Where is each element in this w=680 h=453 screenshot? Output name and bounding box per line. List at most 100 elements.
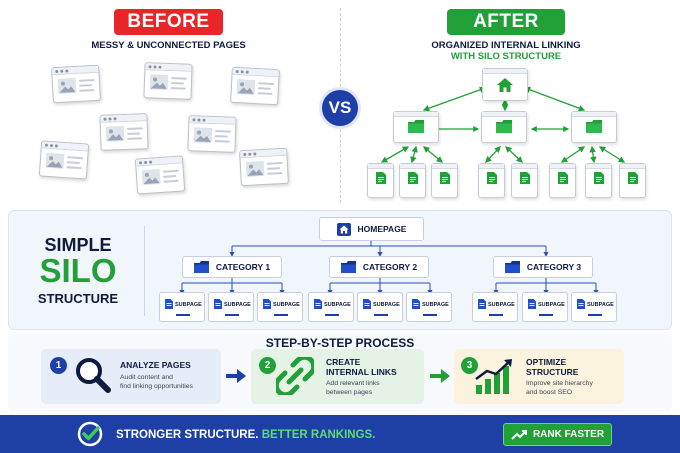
rank-faster-button[interactable]: RANK FASTER xyxy=(503,423,612,446)
folder-icon xyxy=(482,120,526,133)
subpage-box: SUBPAGE xyxy=(406,292,452,322)
subpage-underline xyxy=(588,314,602,316)
document-icon xyxy=(586,172,611,184)
after-category-node xyxy=(393,111,439,143)
image-placeholder-icon xyxy=(193,127,213,143)
silo-word-simple: SIMPLE xyxy=(44,235,112,255)
after-category-node xyxy=(481,111,527,143)
folder-icon xyxy=(394,120,438,133)
step-1-desc-line1: Audit content and xyxy=(120,374,173,381)
rank-faster-label: RANK FASTER xyxy=(532,429,605,440)
subpage-label: SUBPAGE xyxy=(488,302,515,308)
footer-tagline-part2: BETTER RANKINGS. xyxy=(261,429,376,441)
home-icon xyxy=(336,222,351,236)
after-page-node xyxy=(431,163,458,198)
subpage-box: SUBPAGE xyxy=(208,292,254,322)
document-icon xyxy=(432,172,457,184)
document-icon xyxy=(368,172,393,184)
subpage-underline xyxy=(274,314,288,316)
step-1-number: 1 xyxy=(50,357,67,374)
messy-page-window xyxy=(187,115,237,153)
category-label: CATEGORY 1 xyxy=(215,262,271,272)
subpage-label: SUBPAGE xyxy=(273,302,300,308)
document-icon xyxy=(512,172,537,184)
subpage-underline xyxy=(423,314,437,316)
document-icon xyxy=(165,299,173,309)
subpage-underline xyxy=(325,314,339,316)
messy-page-window xyxy=(239,147,289,187)
document-icon xyxy=(550,172,575,184)
step-3-title-line2: STRUCTURE xyxy=(526,367,579,377)
home-icon xyxy=(483,77,527,93)
arrow-right-icon-1 xyxy=(226,369,246,383)
subpage-underline xyxy=(489,314,503,316)
after-tree-connectors xyxy=(380,86,626,164)
after-page-node xyxy=(399,163,426,198)
subpage-underline xyxy=(374,314,388,316)
after-subtitle-line1: ORGANIZED INTERNAL LINKING xyxy=(431,40,581,51)
after-page-node xyxy=(478,163,505,198)
footer-tagline-part1: STRONGER STRUCTURE. xyxy=(116,429,259,441)
step-2-desc-line1: Add relevant links xyxy=(326,380,380,387)
after-page-node xyxy=(585,163,612,198)
silo-word-structure: STRUCTURE xyxy=(37,291,119,306)
step-3-number: 3 xyxy=(461,357,478,374)
document-icon xyxy=(577,299,585,309)
step-1-desc-line2: find linking opportunities xyxy=(120,383,193,390)
messy-page-window xyxy=(99,113,149,151)
step-3-desc-line2: and boost SEO xyxy=(526,389,573,396)
step-2-number: 2 xyxy=(259,357,276,374)
category-2-box: CATEGORY 2 xyxy=(329,256,429,278)
step-3-desc-line1: Improve site hierarchy xyxy=(526,380,593,387)
after-subtitle-line2: WITH SILO STRUCTURE xyxy=(450,51,562,62)
after-category-node xyxy=(571,111,617,143)
folder-icon xyxy=(572,120,616,133)
after-page-node xyxy=(367,163,394,198)
document-icon xyxy=(479,172,504,184)
silo-connectors xyxy=(179,241,599,295)
image-placeholder-icon xyxy=(57,78,77,94)
subpage-box: SUBPAGE xyxy=(308,292,354,322)
document-icon xyxy=(400,172,425,184)
subpage-underline xyxy=(176,314,190,316)
after-badge: AFTER xyxy=(447,9,565,35)
step-1-card xyxy=(41,349,221,404)
subpage-box: SUBPAGE xyxy=(472,292,518,322)
document-icon xyxy=(214,299,222,309)
process-title: STEP-BY-STEP PROCESS xyxy=(265,336,415,350)
after-home-node xyxy=(482,68,528,101)
subpage-label: SUBPAGE xyxy=(373,302,400,308)
growth-chart-icon xyxy=(475,359,512,394)
image-placeholder-icon xyxy=(245,161,265,177)
homepage-box: HOMEPAGE xyxy=(319,217,424,241)
subpage-label: SUBPAGE xyxy=(587,302,614,308)
folder-icon xyxy=(504,261,520,273)
step-3-card xyxy=(454,349,624,404)
image-placeholder-icon xyxy=(105,126,125,142)
arrow-right-icon-2 xyxy=(430,369,450,383)
subpage-label: SUBPAGE xyxy=(175,302,202,308)
messy-page-window xyxy=(134,155,186,195)
messy-page-window xyxy=(230,66,280,106)
subpage-box: SUBPAGE xyxy=(159,292,205,322)
trend-up-icon xyxy=(511,429,527,440)
document-icon xyxy=(478,299,486,309)
subpage-box: SUBPAGE xyxy=(357,292,403,322)
image-placeholder-icon xyxy=(236,79,256,95)
silo-word-silo: SILO xyxy=(39,252,117,289)
messy-page-window xyxy=(51,64,101,104)
step-2-desc-line2: between pages xyxy=(326,389,373,396)
subpage-label: SUBPAGE xyxy=(422,302,449,308)
image-placeholder-icon xyxy=(149,74,169,90)
document-icon xyxy=(620,172,645,184)
magnifier-icon xyxy=(76,358,111,393)
footer-tagline: STRONGER STRUCTURE. BETTER RANKINGS. xyxy=(116,429,375,441)
subpage-label: SUBPAGE xyxy=(324,302,351,308)
document-icon xyxy=(363,299,371,309)
homepage-label: HOMEPAGE xyxy=(357,224,407,234)
before-badge: BEFORE xyxy=(114,9,223,35)
subpage-box: SUBPAGE xyxy=(257,292,303,322)
folder-icon xyxy=(193,261,209,273)
subpage-box: SUBPAGE xyxy=(571,292,617,322)
category-3-box: CATEGORY 3 xyxy=(493,256,593,278)
